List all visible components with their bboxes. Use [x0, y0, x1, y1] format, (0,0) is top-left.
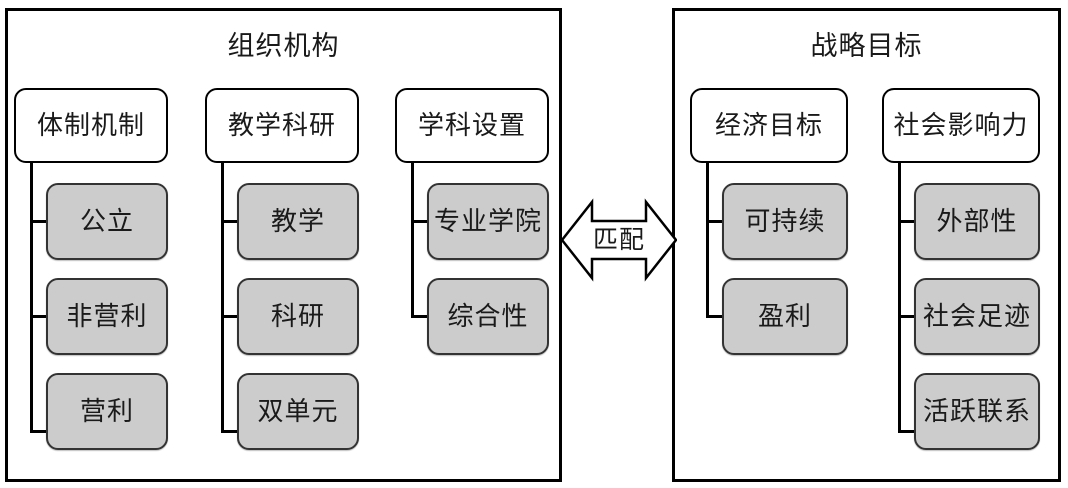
- node-child-yingli[interactable]: 营利: [46, 373, 168, 450]
- match-arrow-label: 匹配: [592, 225, 645, 254]
- panel-organization-title: 组织机构: [227, 31, 340, 62]
- connector-horizontal-col1-child2: [30, 315, 48, 318]
- connector-horizontal-col2-child1: [221, 220, 239, 223]
- connector-vertical-rcol2: [898, 162, 901, 433]
- connector-horizontal-col2-child3: [221, 430, 239, 433]
- connector-horizontal-rcol1-child1: [706, 220, 724, 223]
- connector-horizontal-col3-child1: [411, 220, 429, 223]
- node-child-yingli-profit[interactable]: 盈利: [722, 278, 848, 355]
- node-parent-xuekeshezhi[interactable]: 学科设置: [395, 88, 549, 163]
- node-child-gongli[interactable]: 公立: [46, 183, 168, 260]
- connector-vertical-col2: [221, 162, 224, 433]
- connector-horizontal-col3-child2: [411, 315, 429, 318]
- node-child-waibuxing[interactable]: 外部性: [914, 183, 1040, 260]
- panel-strategy-title: 战略目标: [810, 31, 923, 62]
- connector-horizontal-col2-child2: [221, 315, 239, 318]
- connector-vertical-col1: [30, 162, 33, 433]
- node-child-jiaoxue[interactable]: 教学: [237, 183, 359, 260]
- node-child-zhuanyexueyuan[interactable]: 专业学院: [427, 183, 549, 260]
- node-child-shuangdanyuan[interactable]: 双单元: [237, 373, 359, 450]
- connector-horizontal-col1-child3: [30, 430, 48, 433]
- node-child-zongheXing[interactable]: 综合性: [427, 278, 549, 355]
- node-child-feiyingli[interactable]: 非营利: [46, 278, 168, 355]
- connector-horizontal-rcol2-child2: [898, 315, 916, 318]
- node-parent-shehuiyingxiangli[interactable]: 社会影响力: [882, 88, 1040, 163]
- node-parent-jingjimubiao[interactable]: 经济目标: [690, 88, 848, 163]
- connector-vertical-rcol1: [706, 162, 709, 318]
- connector-horizontal-rcol2-child3: [898, 430, 916, 433]
- node-parent-jiaoxuekeyan[interactable]: 教学科研: [205, 88, 359, 163]
- node-child-keyan[interactable]: 科研: [237, 278, 359, 355]
- connector-horizontal-col1-child1: [30, 220, 48, 223]
- node-parent-tizhijizhi[interactable]: 体制机制: [14, 88, 168, 163]
- node-child-huoyuelianxi[interactable]: 活跃联系: [914, 373, 1040, 450]
- node-child-kechixu[interactable]: 可持续: [722, 183, 848, 260]
- double-headed-arrow-icon: [561, 194, 677, 286]
- connector-horizontal-rcol2-child1: [898, 220, 916, 223]
- connector-vertical-col3: [411, 162, 414, 318]
- connector-horizontal-rcol1-child2: [706, 315, 724, 318]
- node-child-shehuizuji[interactable]: 社会足迹: [914, 278, 1040, 355]
